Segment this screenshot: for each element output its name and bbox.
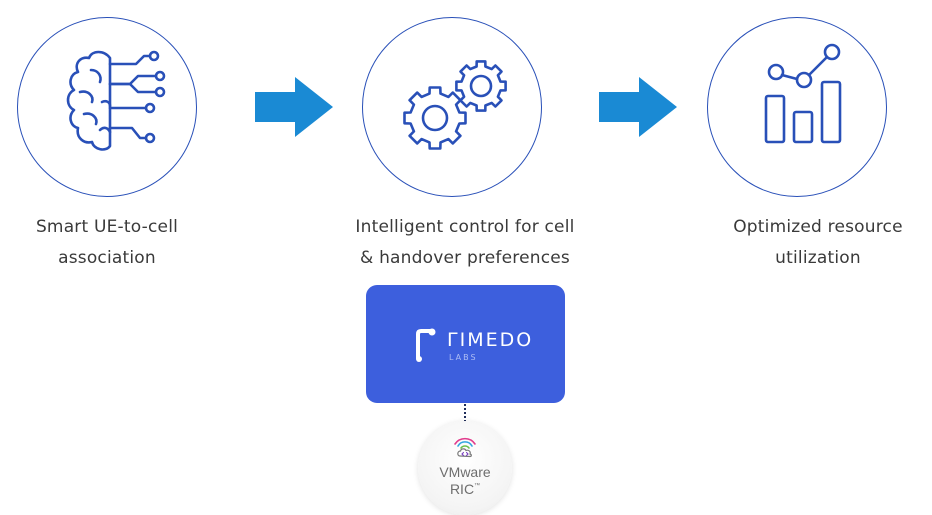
gears-icon (403, 60, 507, 150)
rimedo-name: ΓIMEDO (447, 329, 534, 351)
rimedo-labs-logo-card: ΓIMEDO LABS (366, 285, 565, 403)
bar-chart-trend-icon (764, 43, 842, 144)
gear-hole (469, 74, 493, 98)
right-arrow-icon (599, 77, 677, 137)
step-3-circle (707, 17, 887, 197)
cloud-code-icon (454, 437, 476, 458)
vmware-ric-badge: VMware RIC™ (418, 421, 512, 515)
rimedo-sub: LABS (449, 353, 478, 362)
step-1-caption: Smart UE-to-cell association (0, 212, 257, 274)
right-arrow-icon (255, 77, 333, 137)
gear-outline (403, 86, 467, 150)
dotted-connector (464, 404, 466, 426)
gear-hole (421, 104, 449, 132)
step-2-circle (362, 17, 542, 197)
caption-line: utilization (775, 248, 861, 268)
step-2-caption: Intelligent control for cell & handover … (315, 212, 615, 274)
ric-label: RIC™ (418, 481, 512, 497)
gear-outline (455, 60, 507, 112)
rimedo-logo-icon (416, 328, 436, 362)
caption-line: Optimized resource (733, 217, 903, 237)
trademark-mark: ™ (474, 483, 481, 489)
brain-circuit-icon (66, 50, 166, 151)
caption-line: & handover preferences (360, 248, 570, 268)
step-1-circle (17, 17, 197, 197)
caption-line: Intelligent control for cell (355, 217, 575, 237)
vmware-label: VMware (439, 464, 491, 480)
ric-text: RIC (449, 481, 475, 497)
caption-line: association (58, 248, 156, 268)
step-3-caption: Optimized resource utilization (668, 212, 932, 274)
caption-line: Smart UE-to-cell (35, 217, 179, 237)
